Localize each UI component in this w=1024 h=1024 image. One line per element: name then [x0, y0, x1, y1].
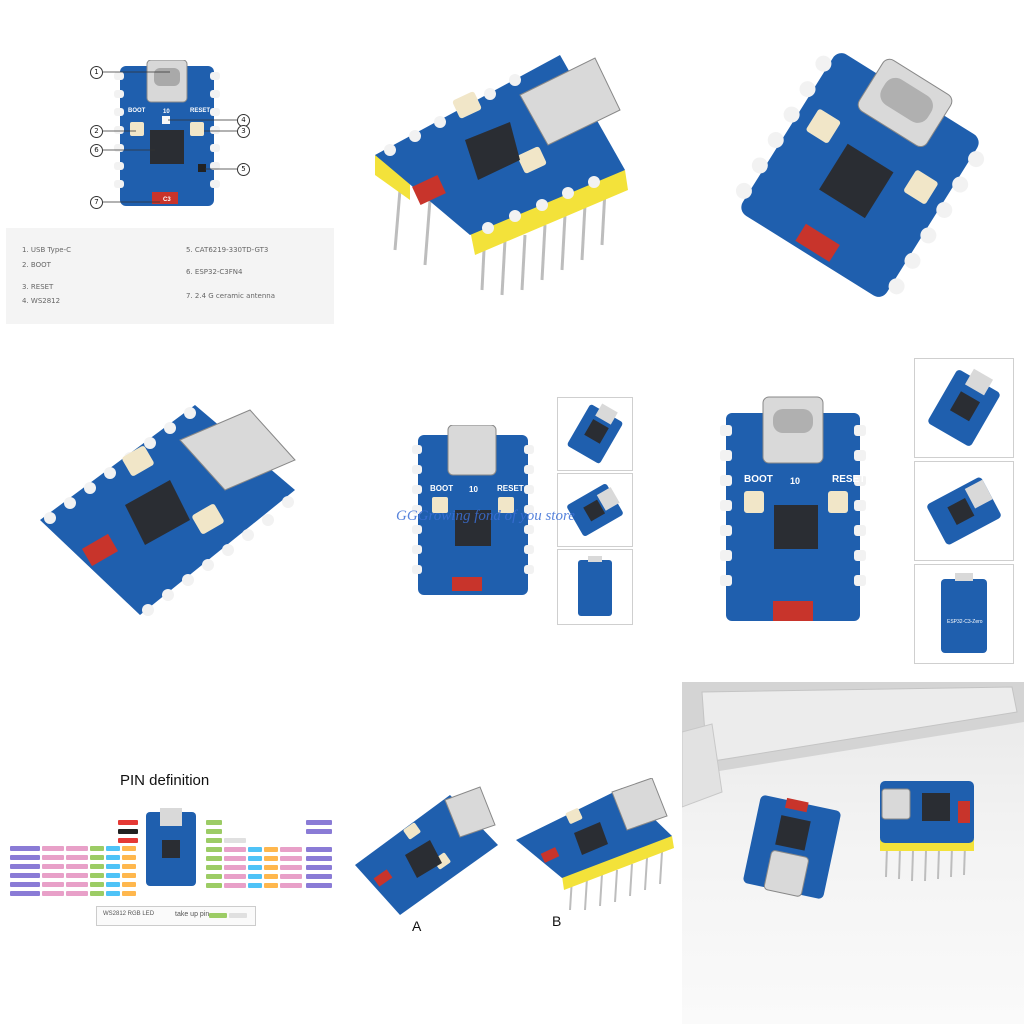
thumbnail-3-image [578, 556, 612, 616]
take-up-pin-note: take up pin [175, 911, 210, 918]
variant-b-photo [516, 778, 674, 911]
lifestyle-board-headers [880, 781, 974, 882]
thumbnail-1[interactable] [557, 397, 633, 471]
legend-item-boot: 2. BOOT [22, 261, 51, 269]
annotated-board-image [114, 60, 220, 206]
led-note: WS2812 RGB LED [103, 911, 155, 917]
front-board-label-boot: BOOT [430, 484, 454, 493]
callout-leader-lines [103, 71, 237, 203]
callout-4: 4 [237, 114, 250, 127]
thumbnail-3[interactable] [557, 549, 633, 625]
board-angled-photo [40, 405, 296, 616]
large-board-label-reset: RESET [832, 474, 866, 485]
lifestyle-photo [682, 682, 1024, 1024]
large-board-label-boot: BOOT [744, 474, 773, 485]
board-label-antenna: C3 [163, 197, 171, 203]
large-thumbnail-2[interactable] [914, 461, 1014, 561]
large-board-label-gpio: 10 [790, 476, 801, 486]
board-front-large-photo [720, 396, 866, 621]
take-up-pin-swatch-1 [209, 913, 227, 918]
thumbnail-2[interactable] [557, 473, 633, 547]
front-board-label-gpio: 10 [469, 485, 478, 494]
callout-6: 6 [90, 144, 103, 157]
pinout-table-right [206, 820, 336, 902]
keyboard-image [682, 682, 1024, 808]
large-thumbnail-3-image [941, 573, 987, 653]
legend-item-usb: 1. USB Type-C [22, 246, 71, 254]
thumbnail-1-image [567, 403, 623, 464]
led-note-box: WS2812 RGB LED take up pin [96, 906, 256, 926]
variant-a-label: A [412, 918, 422, 934]
callout-1: 1 [90, 66, 103, 79]
large-thumbnail-1-image [928, 368, 1000, 446]
component-legend: 1. USB Type-C 2. BOOT 3. RESET 4. WS2812… [6, 228, 334, 324]
board-front-photo [412, 425, 534, 595]
large-thumbnail-3[interactable]: ESP32-C3-Zero [914, 564, 1014, 664]
board-rotated-photo [735, 53, 985, 297]
pin-definition-tile: PIN definition WS2812 RGB LED take up pi… [0, 700, 340, 940]
legend-item-ws2812: 4. WS2812 [22, 297, 61, 305]
large-thumbnail-2-image [927, 477, 1001, 545]
thumb-board-label: ESP32-C3-Zero [947, 619, 983, 625]
legend-item-ldo: 5. CAT6219-330TD-GT3 [186, 246, 269, 254]
store-watermark: GGGrowing fond of you store [396, 508, 575, 524]
callout-2: 2 [90, 125, 103, 138]
legend-item-esp32: 6. ESP32-C3FN4 [186, 268, 243, 276]
callout-7: 7 [90, 196, 103, 209]
legend-item-antenna: 7. 2.4 G ceramic antenna [186, 292, 276, 300]
annotated-board-tile: BOOT RESET 10 C3 1 2 6 7 4 3 5 1. USB Ty… [0, 0, 340, 340]
pin-definition-title: PIN definition [120, 772, 210, 789]
callout-3: 3 [237, 125, 250, 138]
board-label-reset: RESET [190, 108, 211, 114]
legend-item-reset: 3. RESET [22, 283, 54, 291]
variant-b-label: B [552, 913, 562, 929]
pinout-table-left [10, 846, 140, 902]
large-thumbnail-1[interactable] [914, 358, 1014, 458]
board-label-gpio: 10 [163, 109, 170, 115]
variant-a-photo [355, 786, 498, 915]
pinout-table-top-left [112, 820, 140, 844]
thumbnail-2-image [567, 484, 623, 536]
take-up-pin-swatch-2 [229, 913, 247, 918]
board-with-headers-photo [375, 55, 628, 296]
callout-5: 5 [237, 163, 250, 176]
lifestyle-board-flat [743, 795, 841, 899]
pinout-board [146, 808, 196, 886]
board-label-boot: BOOT [128, 108, 146, 114]
front-board-label-reset: RESET [497, 484, 524, 493]
